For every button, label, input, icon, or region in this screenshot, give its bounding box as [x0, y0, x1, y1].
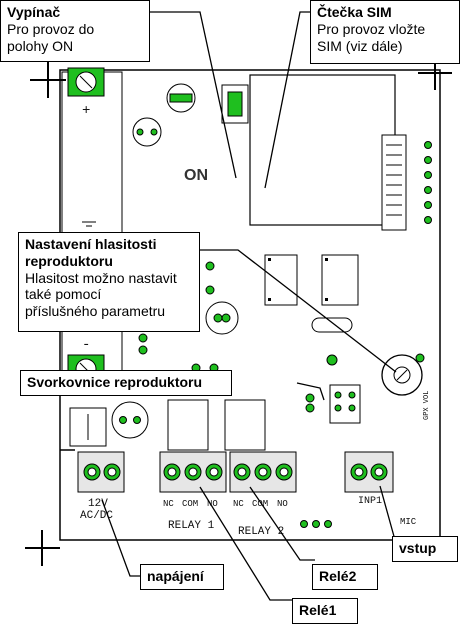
- terminal-relay-2: [229, 451, 297, 493]
- corner-marker-bl: [25, 530, 60, 566]
- relay-2-body: [224, 399, 266, 451]
- callout-volume-desc-3: příslušného parametru: [25, 303, 166, 320]
- gpx-label: GPX VOL: [423, 391, 431, 420]
- relay1-pin-no: NO: [207, 499, 218, 509]
- callout-volume-title-2: reproduktoru: [25, 252, 113, 269]
- callout-volume: Nastavení hlasitosti reproduktoru Hlasit…: [18, 232, 200, 332]
- capacitor-c2: [205, 301, 239, 335]
- voltage-label-line1: 12V: [88, 498, 108, 510]
- callout-speaker-terminal-title: Svorkovnice reproduktoru: [27, 374, 203, 390]
- callout-sim-desc-1: Pro provoz vložte: [317, 20, 426, 37]
- relay1-label: RELAY 1: [168, 520, 215, 532]
- polarity-marker: [82, 221, 96, 227]
- callout-relay2: Relé2: [312, 564, 378, 590]
- callout-relay1-title: Relé1: [299, 602, 337, 618]
- callout-relay2-title: Relé2: [319, 568, 357, 584]
- mic-label: MIC: [400, 517, 417, 527]
- mic-pads: [300, 520, 332, 528]
- relay1-pin-com: COM: [182, 499, 198, 509]
- sim-reader: [249, 74, 396, 226]
- relay2-pin-no: NO: [277, 499, 288, 509]
- callout-power: napájení: [140, 564, 224, 590]
- callout-input: vstup: [392, 536, 458, 562]
- crystal: [311, 317, 353, 333]
- voltage-label-line2: AC/DC: [80, 510, 113, 522]
- relay2-pin-nc: NC: [233, 499, 244, 509]
- ic-chip-2: [321, 254, 359, 306]
- terminal-input: [344, 451, 394, 493]
- relay2-pin-com: COM: [252, 499, 268, 509]
- callout-input-title: vstup: [399, 540, 437, 556]
- callout-relay1: Relé1: [292, 598, 358, 624]
- callout-switch: Vypínač Pro provoz do polohy ON: [0, 0, 150, 62]
- relay-1-body: [167, 399, 209, 451]
- relay2-label: RELAY 2: [238, 526, 284, 538]
- terminal-relay-1: [159, 451, 227, 493]
- callout-switch-desc-1: Pro provoz do: [7, 20, 95, 37]
- callout-switch-desc-2: polohy ON: [7, 37, 74, 54]
- switch-on-label: ON: [184, 167, 208, 184]
- sim-connector: [381, 134, 407, 231]
- callout-speaker-terminal: Svorkovnice reproduktoru: [20, 370, 232, 396]
- sim-side-pads: [424, 141, 432, 224]
- ic-chip-1: [264, 254, 298, 306]
- corner-marker-tl: [30, 62, 66, 98]
- callout-volume-desc-1: Hlasitost možno nastavit: [25, 269, 177, 286]
- terminal-power: [77, 451, 125, 493]
- capacitor-c1: [132, 117, 162, 147]
- minus-label: -: [82, 337, 90, 353]
- speaker-connector: [329, 384, 361, 424]
- callout-volume-title-1: Nastavení hlasitosti: [25, 236, 157, 252]
- callout-sim-title: Čtečka SIM: [317, 4, 392, 20]
- callout-switch-title: Vypínač: [7, 4, 61, 20]
- capacitor-c3: [111, 401, 149, 439]
- callout-sim: Čtečka SIM Pro provoz vložte SIM (viz dá…: [310, 0, 460, 64]
- callout-volume-desc-2: také pomocí: [25, 286, 102, 303]
- input-label: INP1: [358, 496, 382, 507]
- callout-power-title: napájení: [147, 568, 204, 584]
- plus-label: +: [82, 103, 90, 119]
- relay1-pin-nc: NC: [163, 499, 174, 509]
- callout-sim-desc-2: SIM (viz dále): [317, 37, 403, 54]
